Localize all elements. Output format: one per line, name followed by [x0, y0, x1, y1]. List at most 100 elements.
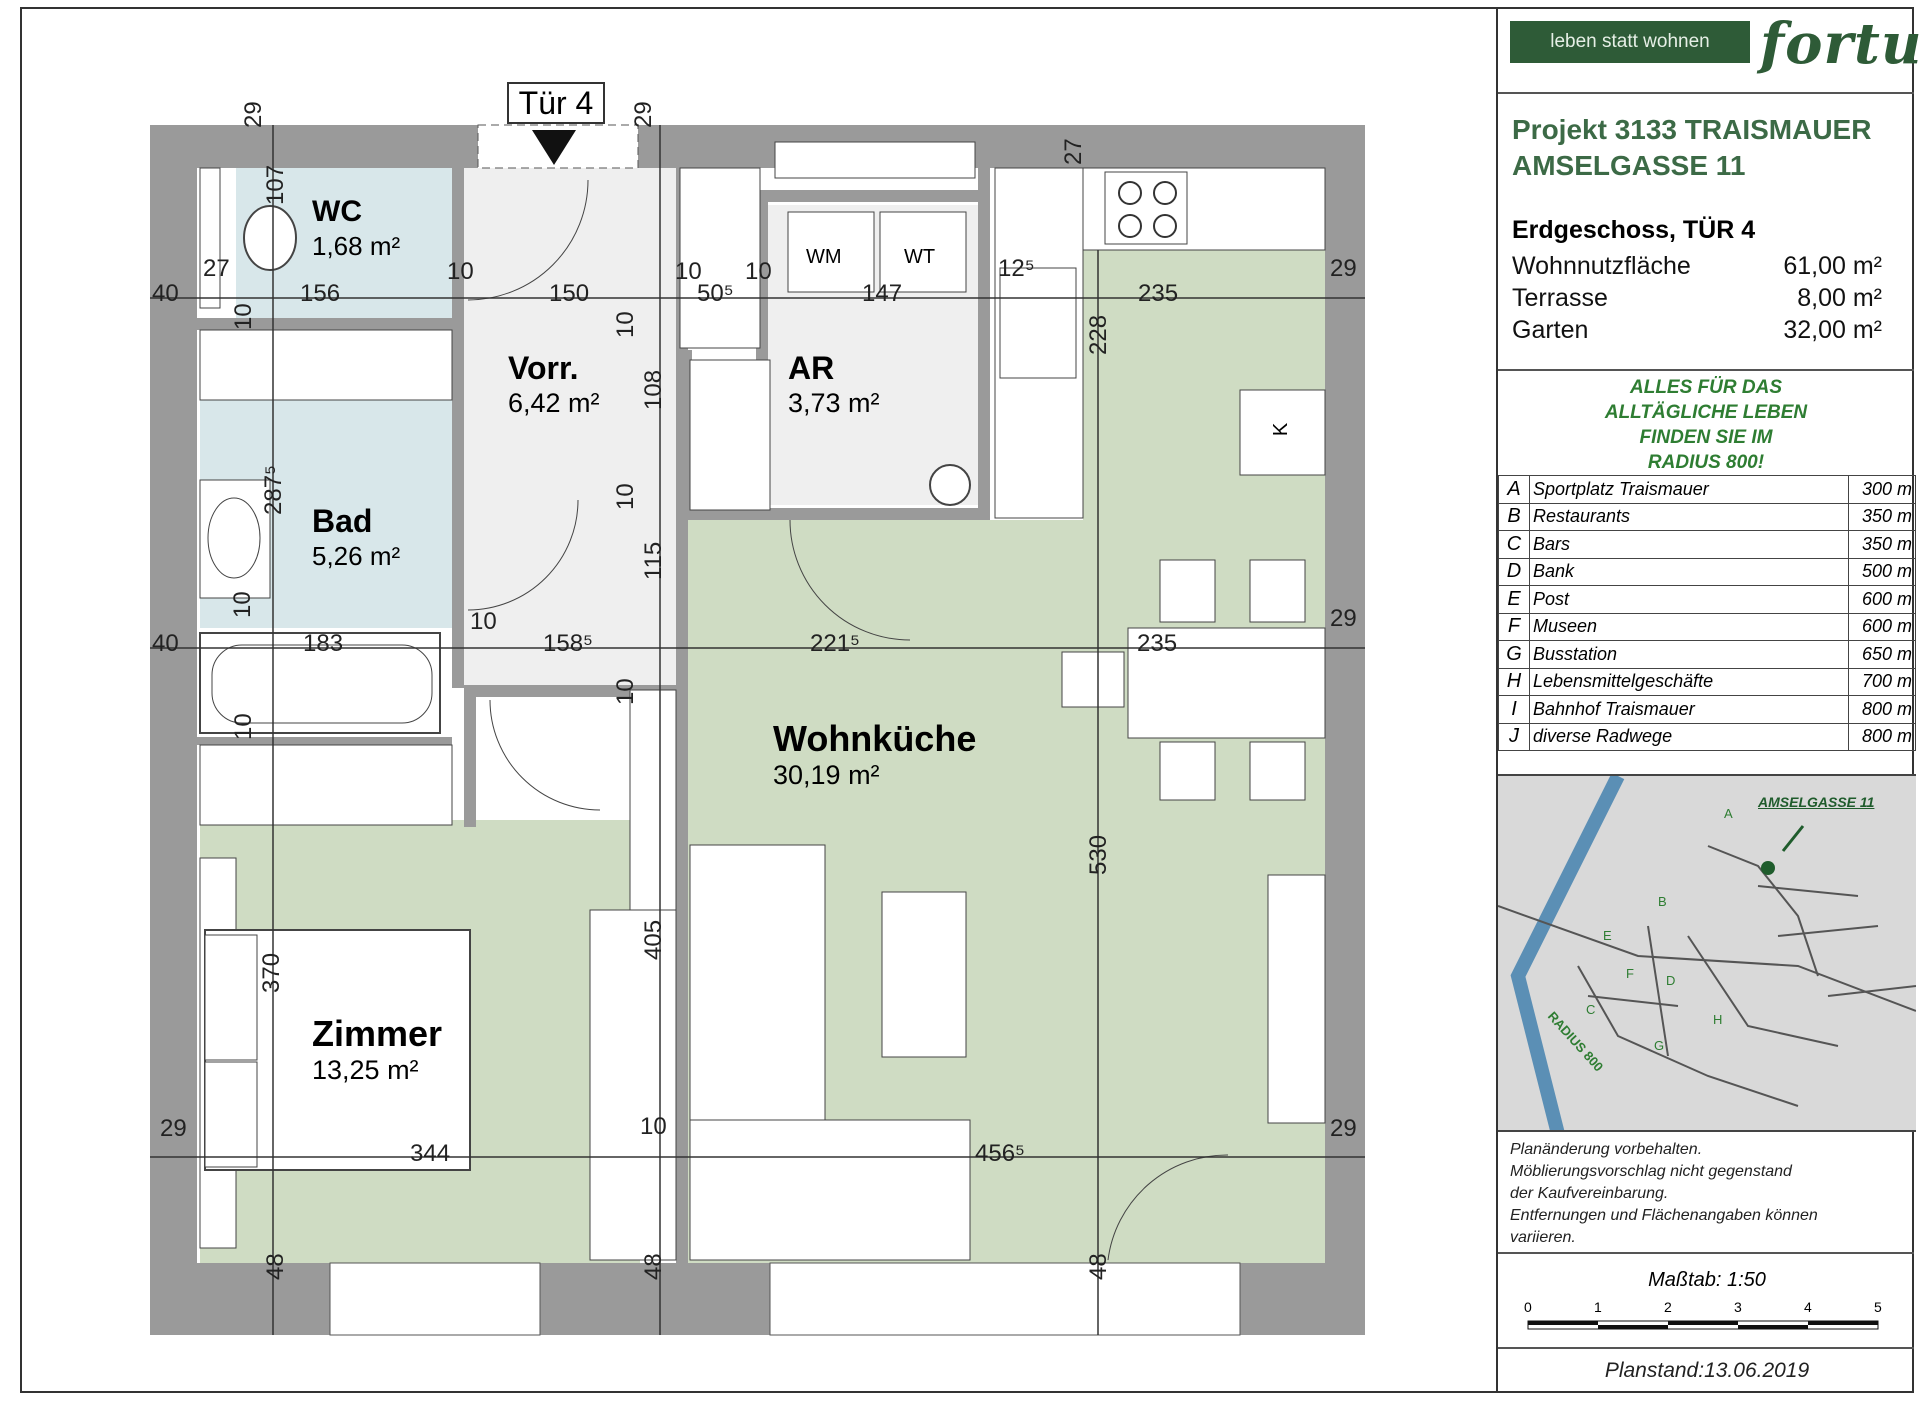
distance-dist: 500 m [1848, 557, 1916, 586]
location-marker [1761, 861, 1775, 875]
distance-dist: 650 m [1848, 640, 1916, 669]
distance-place: diverse Radwege [1529, 722, 1849, 751]
dimension-label: 235 [1137, 630, 1178, 657]
map-letter: D [1666, 973, 1676, 988]
project-title: Projekt 3133 TRAISMAUER [1512, 114, 1872, 145]
scale-tick: 4 [1804, 1299, 1812, 1315]
dimension-label: 12⁵ [998, 255, 1035, 282]
dimension-label: 10 [612, 311, 639, 338]
dimension-label: 40 [152, 630, 179, 657]
scale-bar [1527, 1320, 1879, 1330]
dimension-label: 115 [640, 541, 667, 580]
distance-letter: I [1498, 695, 1530, 724]
dimension-label: 10 [745, 258, 772, 285]
distance-place: Bank [1529, 557, 1849, 586]
distance-dist: 350 m [1848, 502, 1916, 531]
map-letter: A [1724, 806, 1733, 821]
distance-dist: 600 m [1848, 612, 1916, 641]
dimension-label: 29 [1330, 1115, 1357, 1142]
dimension-label: 10 [230, 303, 257, 330]
distance-place: Museen [1529, 612, 1849, 641]
distance-dist: 600 m [1848, 585, 1916, 614]
dimension-label: 221⁵ [810, 630, 860, 657]
distance-dist: 300 m [1848, 475, 1916, 504]
dimension-label: 287⁵ [260, 465, 287, 515]
distance-letter: D [1498, 557, 1530, 586]
scale-tick: 5 [1874, 1299, 1882, 1315]
map-letter: B [1658, 894, 1667, 909]
planstand: Planstand:13.06.2019 [1604, 1359, 1810, 1382]
dimension-label: 107 [262, 164, 289, 205]
dimension-label: 10 [229, 591, 256, 618]
location-map: AMSELGASSE 11 A B E F D C H G RADIUS 800 [1498, 774, 1916, 1132]
dimension-label: 405 [640, 919, 667, 960]
project-address: AMSELGASSE 11 [1512, 150, 1746, 181]
distance-place: Busstation [1529, 640, 1849, 669]
dimension-label: 183 [303, 630, 344, 657]
dimension-label: 10 [447, 258, 474, 285]
hall-floor [464, 168, 679, 688]
dimension-label: 10 [612, 483, 639, 510]
dimension-label: 158⁵ [543, 630, 593, 657]
distance-place: Bahnhof Traismauer [1529, 695, 1849, 724]
dimension-label: 10 [675, 258, 702, 285]
dimension-label: 156 [300, 280, 341, 307]
distance-dist: 350 m [1848, 530, 1916, 559]
dimension-label: 10 [470, 608, 497, 635]
dimension-label: 27 [203, 255, 230, 282]
distance-letter: C [1498, 530, 1530, 559]
room-area-vorr: 6,42 m² [508, 388, 600, 418]
distance-dist: 700 m [1848, 667, 1916, 696]
room-name-wc: WC [312, 195, 362, 228]
distance-letter: E [1498, 585, 1530, 614]
dimension-label: 29 [240, 101, 267, 128]
distance-place: Bars [1529, 530, 1849, 559]
dimension-label: 40 [152, 280, 179, 307]
map-letter: F [1626, 966, 1634, 981]
room-area-ar: 3,73 m² [788, 388, 880, 418]
dimension-label: 530 [1085, 834, 1112, 875]
distance-letter: H [1498, 667, 1530, 696]
scale-tick: 3 [1734, 1299, 1742, 1315]
distance-letter: G [1498, 640, 1530, 669]
river [1510, 776, 1625, 1130]
logo-slogan: leben statt wohnen [1510, 21, 1750, 63]
dimension-label: 108 [640, 369, 667, 410]
info-panel: leben statt wohnen fortuna Projekt 3133 … [1496, 7, 1920, 1393]
brand-logo: fortuna [1760, 11, 1920, 77]
dimension-label: 27 [1060, 138, 1087, 165]
dimension-label: 48 [1085, 1253, 1112, 1280]
distance-place: Lebensmittelgeschäfte [1529, 667, 1849, 696]
room-area-wohn: 30,19 m² [773, 760, 880, 790]
map-letter: C [1586, 1002, 1596, 1017]
dimension-label: 10 [230, 713, 257, 740]
dimension-label: 29 [1330, 605, 1357, 632]
room-name-ar: AR [788, 350, 835, 386]
distance-letter: B [1498, 502, 1530, 531]
floor-plan [150, 124, 1365, 1336]
map-letter: E [1603, 928, 1612, 943]
distance-place: Sportplatz Traismauer [1529, 475, 1849, 504]
door-tag: Tür 4 [507, 82, 605, 124]
dimension-label: 10 [640, 1113, 667, 1140]
room-name-bad: Bad [312, 503, 373, 539]
room-area-wc: 1,68 m² [312, 231, 401, 261]
dimension-label: 147 [862, 280, 903, 307]
scale-tick: 0 [1524, 1299, 1532, 1315]
disclaimer: Planänderung vorbehalten. Möblierungsvor… [1510, 1141, 1818, 1246]
fixture-wt: WT [904, 246, 936, 268]
scale-tick: 1 [1594, 1299, 1602, 1315]
dimension-label: 29 [160, 1115, 187, 1142]
project-section: Projekt 3133 TRAISMAUER AMSELGASSE 11 Er… [1498, 94, 1914, 371]
dimension-label: 228 [1085, 314, 1112, 355]
logo-section: leben statt wohnen fortuna [1498, 7, 1920, 94]
dimension-label: 150 [549, 280, 590, 307]
